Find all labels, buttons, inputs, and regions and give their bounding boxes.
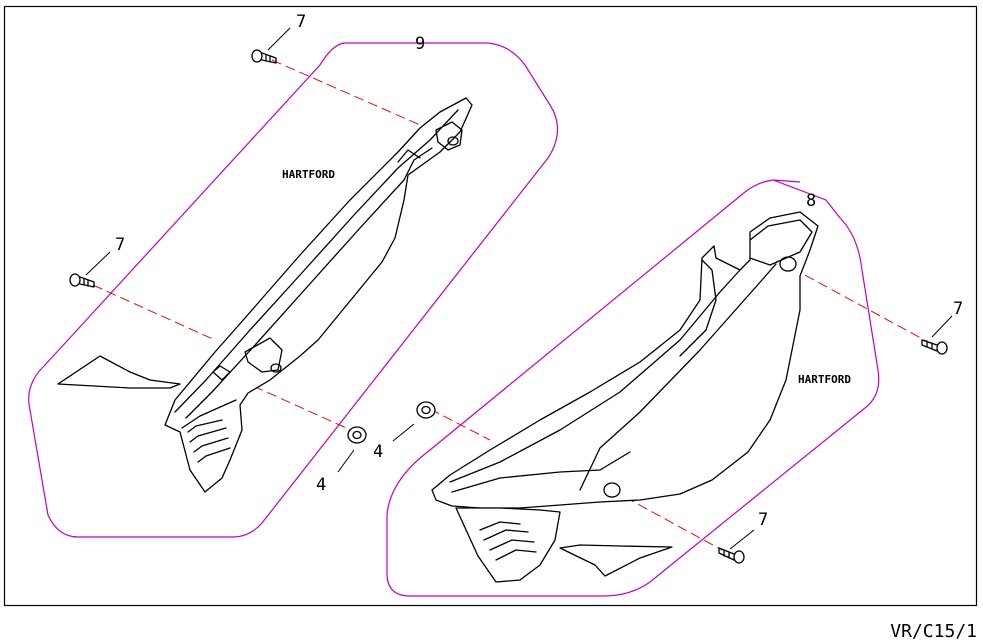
screw-icon xyxy=(718,547,745,564)
callout-part-4-left: 4 xyxy=(316,475,326,495)
washer-icon xyxy=(347,426,367,444)
right-side-panel: HARTFORD xyxy=(431,211,851,583)
diagram-frame xyxy=(3,5,978,607)
callout-leaders xyxy=(85,27,953,550)
callout-part-7-right: 7 xyxy=(953,299,963,319)
screw-icon xyxy=(921,339,948,355)
brand-label-right: HARTFORD xyxy=(798,373,851,386)
screw-icon xyxy=(69,273,95,288)
callout-part-4-mid: 4 xyxy=(373,442,383,462)
group-outline-left-panel xyxy=(28,42,559,538)
drawing-code: VR/C15/1 xyxy=(890,621,977,642)
group-outline-right-panel xyxy=(386,179,880,597)
callout-part-7-top: 7 xyxy=(296,12,306,32)
callout-part-7-bottom: 7 xyxy=(758,510,768,530)
callout-part-7-left: 7 xyxy=(115,235,125,255)
screw-icon xyxy=(251,49,277,64)
brand-label-left: HARTFORD xyxy=(282,168,335,181)
callout-part-9: 9 xyxy=(415,34,425,54)
washer-icon xyxy=(416,401,436,419)
left-side-panel: HARTFORD xyxy=(57,97,473,493)
callout-part-8: 8 xyxy=(806,191,816,211)
